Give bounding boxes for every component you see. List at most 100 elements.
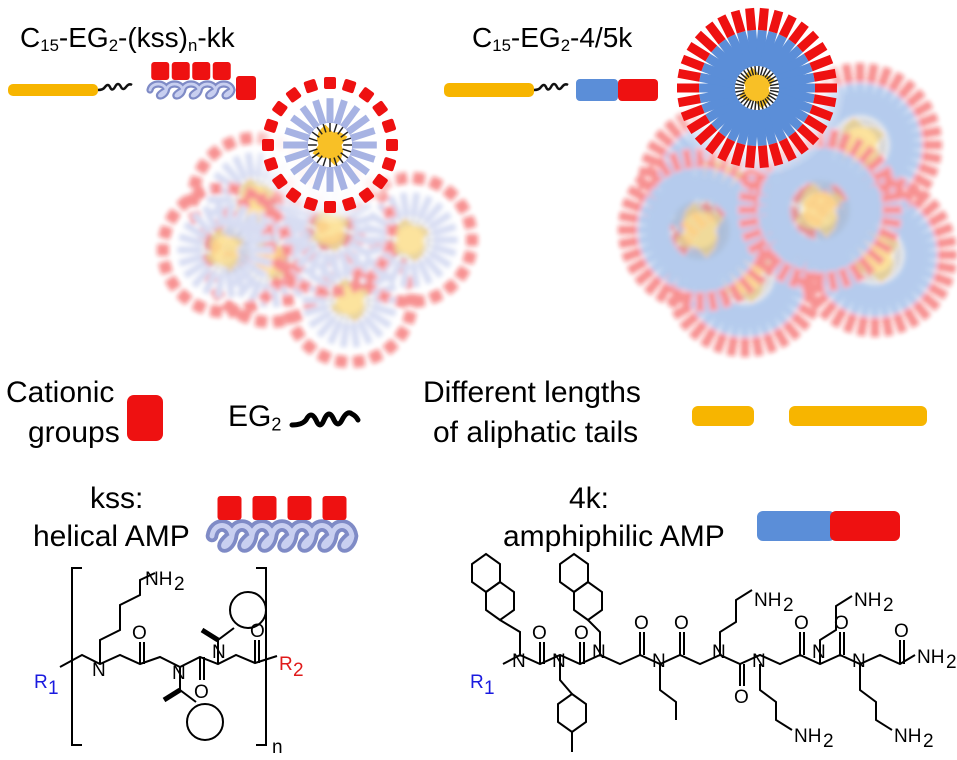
micelle-rod-helix	[356, 320, 373, 345]
helix-highlight	[209, 523, 355, 549]
micelle-linker	[828, 183, 836, 195]
micelle-rod-cationic	[717, 137, 736, 162]
micelle-linker	[342, 137, 352, 142]
micelle-linker	[716, 235, 729, 241]
micelle-rod-cationic	[866, 63, 879, 85]
svg-text:N: N	[712, 642, 726, 663]
micelle-rod-cationic	[165, 275, 181, 292]
svg-text:N: N	[552, 651, 566, 672]
micelle-rod-hydrophobic	[903, 255, 938, 271]
micelle-rod-cationic	[700, 326, 718, 349]
micelle-rod-cationic	[296, 279, 312, 294]
micelle-rod-cationic	[176, 195, 193, 211]
micelle-rod-cationic	[730, 142, 746, 167]
4k-micelle-aggregate	[618, 0, 957, 357]
micelle-rod-hydrophobic	[664, 173, 689, 207]
micelle-rod-cationic	[931, 222, 954, 238]
micelle-rod-cationic	[621, 247, 644, 263]
micelle-rod-hydrophobic	[888, 145, 923, 161]
micelle-linker	[844, 118, 852, 130]
micelle-rod-cationic	[847, 136, 865, 159]
micelle-rod-cationic	[919, 291, 941, 312]
cationic-legend-swatch	[127, 395, 163, 441]
micelle-rod-helix	[283, 233, 308, 247]
micelle-linker	[870, 121, 880, 132]
micelle-linker	[702, 200, 706, 213]
kss-micelle-aggregate	[157, 65, 478, 368]
micelle-rod-cationic	[290, 325, 306, 342]
micelle-linker	[715, 238, 727, 246]
micelle-rod-cationic	[634, 173, 656, 194]
micelle-rod-cationic	[911, 100, 934, 118]
micelle-rod-helix	[238, 265, 259, 289]
micelle-rod-hydrophobic	[826, 149, 846, 184]
micelle-rod-cationic	[386, 224, 398, 236]
micelle-linker	[337, 155, 344, 164]
micelle-linker	[759, 100, 764, 110]
micelle-linker	[415, 252, 421, 263]
micelle-linker	[208, 260, 217, 269]
micelle-rod-cationic	[626, 185, 649, 203]
micelle-rod-cationic	[856, 315, 869, 337]
micelle-linker	[873, 125, 884, 135]
micelle-linker	[421, 247, 431, 254]
micelle-rod-hydrophobic	[718, 39, 748, 74]
micelle-rod-helix	[231, 270, 248, 295]
micelle-rod-hydrophobic	[765, 290, 796, 319]
micelle-rod-cationic	[191, 299, 207, 314]
micelle-rod-cationic	[744, 266, 766, 287]
micelle-rod-helix	[349, 127, 376, 142]
micelle-linker	[339, 312, 345, 323]
micelle-linker	[345, 276, 349, 286]
micelle-rod-cationic	[358, 87, 375, 103]
micelle-linker	[676, 210, 687, 220]
svg-text:1: 1	[48, 678, 59, 699]
micelle-rod-cationic	[655, 156, 673, 179]
micelle-rod-cationic	[236, 196, 252, 211]
svg-text:N: N	[592, 642, 606, 663]
micelle-rod-cationic	[813, 68, 837, 82]
micelle-rod-cationic	[730, 9, 746, 34]
micelle-rod-helix	[409, 192, 421, 217]
micelle-rod-cationic	[741, 227, 764, 243]
micelle-rod-hydrophobic	[866, 84, 886, 119]
micelle-linker	[204, 257, 214, 264]
micelle-rod-cationic	[272, 173, 288, 190]
micelle-rod-cationic	[643, 164, 664, 186]
micelle-rod-hydrophobic	[777, 72, 815, 89]
micelle-rod-hydrophobic	[895, 270, 926, 299]
micelle-rod-cationic	[801, 270, 814, 292]
micelle-rod-cationic	[705, 21, 726, 45]
micelle-linker	[837, 212, 850, 216]
micelle-rod-cationic	[269, 275, 285, 292]
micelle-rod-hydrophobic	[684, 258, 700, 293]
micelle-linker	[689, 246, 695, 259]
svg-text:2: 2	[293, 660, 304, 681]
micelle-rod-helix	[214, 273, 226, 298]
micelle-rod-cationic	[285, 187, 302, 203]
micelle-rod-helix	[283, 213, 308, 227]
micelle-rod-helix	[399, 192, 411, 217]
micelle-rod-hydrophobic	[839, 278, 864, 312]
micelle-linker	[717, 232, 730, 236]
micelle-linker	[743, 69, 750, 78]
micelle-rod-cationic	[342, 78, 357, 94]
micelle-rod-cationic	[778, 137, 797, 162]
micelle-rod-cationic	[768, 9, 784, 34]
micelle-rod-hydrophobic	[871, 88, 896, 122]
micelle-rod-hydrophobic	[706, 169, 726, 204]
micelle-linker	[220, 264, 224, 274]
micelle-linker	[766, 96, 774, 104]
micelle-rod-helix	[178, 253, 203, 267]
micelle-rod-hydrophobic	[684, 167, 700, 202]
micelle-rod-hydrophobic	[766, 39, 796, 74]
micelle-rod-helix	[290, 114, 315, 135]
micelle-linker	[743, 98, 750, 107]
micelle-linker	[244, 212, 250, 223]
svg-text:1: 1	[484, 678, 495, 699]
micelle-rod-hydrophobic	[763, 174, 797, 199]
micelle-rod-helix	[428, 211, 452, 230]
micelle-rod-cationic	[382, 205, 397, 220]
svg-text:N: N	[172, 663, 186, 684]
